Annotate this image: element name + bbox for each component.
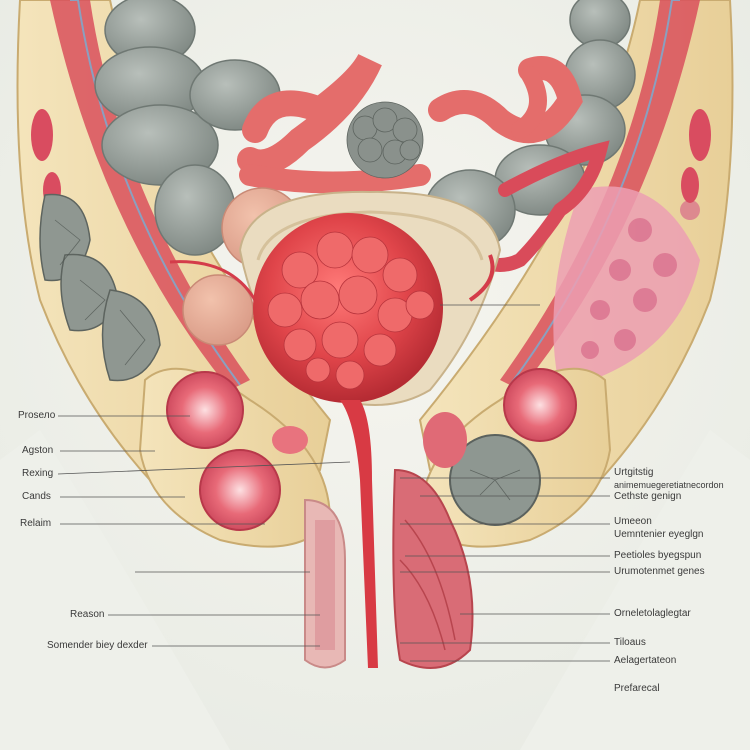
left-leader-lines <box>57 415 351 647</box>
label-right-11: Prefarecal <box>614 683 660 694</box>
label-left-3: Rexing <box>22 468 54 479</box>
label-left-5: Relaim <box>20 518 52 529</box>
label-right-1: Urtgitstig <box>614 467 654 478</box>
label-right-5: Uemntenier eyeglgn <box>614 529 704 540</box>
label-right-2: animemuegeretiatnecordon <box>614 480 724 490</box>
label-right-10: Aelagertateon <box>614 655 677 666</box>
label-left-1: Prosело <box>18 410 56 421</box>
label-right-8: Orneletolaglegtar <box>614 608 691 619</box>
label-right-7: Urumotenmet genes <box>614 566 705 577</box>
right-leader-lines <box>400 304 610 662</box>
label-right-6: Peetioles byegspun <box>614 550 702 561</box>
label-left-7: Somender biey dexder <box>47 640 148 651</box>
label-right-4: Umeeon <box>614 516 652 527</box>
label-left-2: Agston <box>22 445 54 456</box>
label-left-6: Reason <box>70 609 105 620</box>
label-right-3: Cethste genign <box>614 491 682 502</box>
label-left-4: Cands <box>22 491 51 502</box>
label-right-9: Tiloaus <box>614 637 646 648</box>
